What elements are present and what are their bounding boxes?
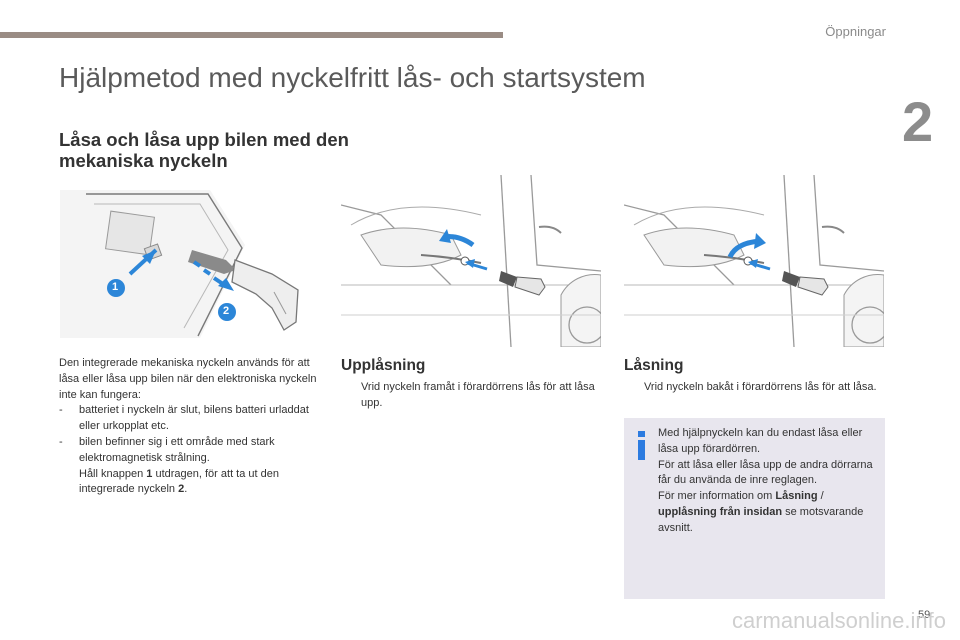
locking-heading: Låsning — [624, 357, 684, 374]
callout-2-label: 2 — [223, 305, 230, 317]
watermark: carmanualsonline.info — [731, 608, 946, 633]
locking-step: Vrid nyckeln bakåt i förardörrens lås fö… — [644, 381, 877, 393]
unlocking-from-inside-reference: upplåsning från insidan — [658, 505, 783, 518]
intro-text: Den integrerade mekaniska nyckeln använd… — [59, 356, 319, 498]
bullet-marker: - — [59, 435, 63, 448]
page-title: Hjälpmetod med nyckelfritt lås- och star… — [59, 62, 646, 93]
info-icon — [637, 431, 647, 460]
unlocking-step: Vrid nyckeln framåt i förardörrens lås f… — [361, 381, 595, 409]
step-marker — [624, 380, 644, 396]
info-text: Med hjälpnyckeln kan du endast låsa elle… — [658, 426, 873, 537]
info-line-1: Med hjälpnyckeln kan du endast låsa elle… — [658, 427, 863, 455]
key-reference: 2 — [178, 483, 185, 496]
locking-reference: Låsning — [775, 490, 818, 503]
header-accent-bar — [0, 32, 503, 38]
intro-bullet-1: - batteriet i nyckeln är slut, bilens ba… — [59, 403, 319, 435]
section-subtitle: Låsa och låsa upp bilen med den mekanisk… — [59, 129, 349, 171]
step-marker — [59, 467, 79, 499]
info-line-2: För att låsa eller låsa upp de andra dör… — [658, 458, 873, 487]
door-unlock-illustration — [341, 175, 601, 347]
intro-step: Håll knappen 1 utdragen, för att ta ut d… — [59, 467, 319, 499]
step-text-end: . — [184, 483, 188, 496]
unlocking-heading: Upplåsning — [341, 357, 426, 374]
locking-text: Vrid nyckeln bakåt i förardörrens lås fö… — [624, 380, 886, 396]
step-marker — [341, 380, 361, 412]
button-reference: 1 — [146, 467, 153, 480]
step-text-start: Håll knappen — [79, 467, 147, 480]
bullet-marker: - — [59, 404, 63, 417]
unlocking-text: Vrid nyckeln framåt i förardörrens lås f… — [341, 380, 603, 412]
info-line-3: För mer information om Låsning / upplåsn… — [658, 490, 864, 534]
info-box: Med hjälpnyckeln kan du endast låsa elle… — [624, 418, 885, 599]
section-name: Öppningar — [825, 24, 886, 39]
door-lock-illustration — [624, 175, 884, 347]
bullet-text: batteriet i nyckeln är slut, bilens batt… — [79, 404, 309, 433]
callout-1-label: 1 — [112, 281, 119, 293]
bullet-text: bilen befinner sig i ett område med star… — [79, 435, 275, 464]
page-number: 59 — [918, 609, 931, 621]
key-removal-illustration: 1 2 — [60, 190, 320, 338]
chapter-number: 2 — [902, 90, 934, 153]
intro-paragraph: Den integrerade mekaniska nyckeln använd… — [59, 357, 317, 401]
intro-bullet-2: - bilen befinner sig i ett område med st… — [59, 435, 319, 467]
step-text-middle: utdragen, för att ta ut den integrerade … — [79, 467, 279, 496]
